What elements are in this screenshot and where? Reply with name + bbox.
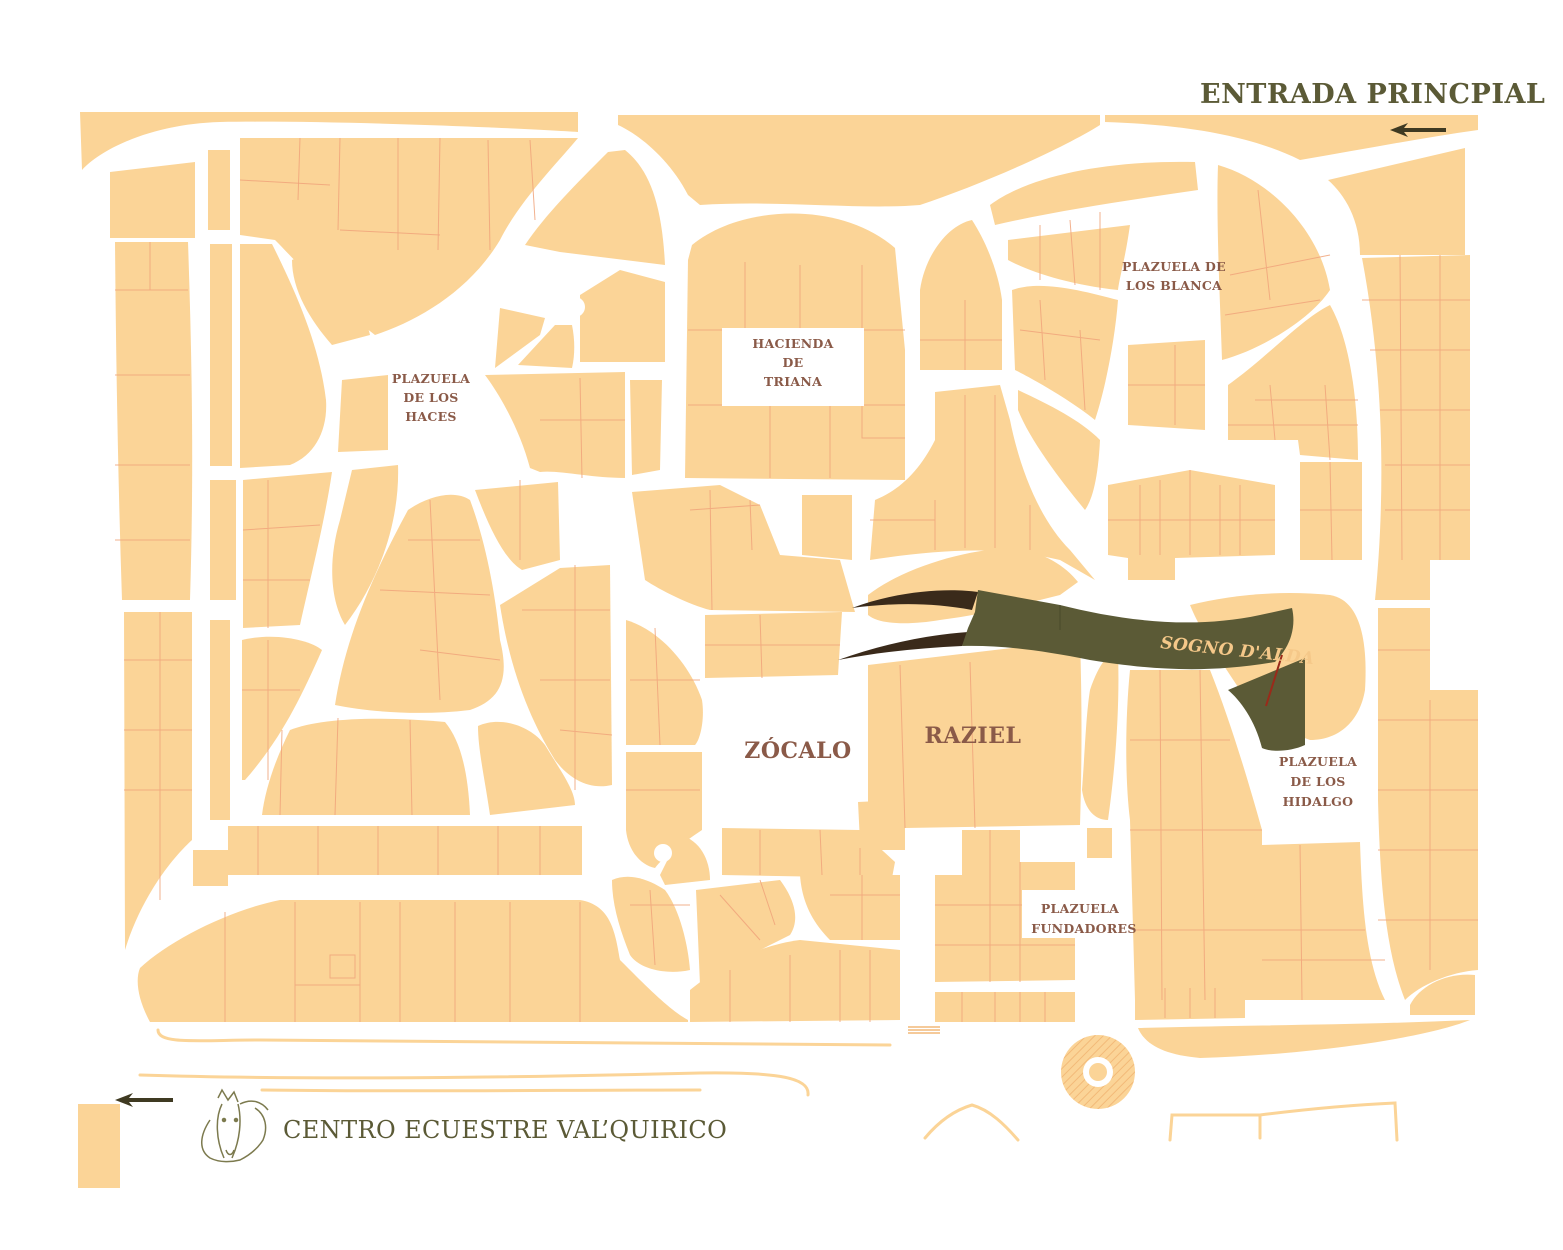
fountain-icon	[1061, 1035, 1135, 1109]
blanca-label-2: LOS BLANCA	[1126, 278, 1222, 293]
hacienda-courtyard	[722, 328, 864, 406]
equestrian-center-title: CENTRO ECUESTRE VAL’QUIRICO	[283, 1116, 727, 1144]
hidalgo-label-1: PLAZUELA	[1279, 754, 1357, 769]
fundadores-square	[1022, 890, 1077, 938]
hidalgo-label-2: DE LOS	[1290, 774, 1345, 789]
sogno-dalda-banner[interactable]: SOGNO D'ALDA	[838, 590, 1315, 670]
blanca-label-1: PLAZUELA DE	[1122, 259, 1226, 274]
sogno-dalda-pointer	[1265, 654, 1283, 707]
stairs	[908, 1026, 940, 1034]
fundadores-label-1: PLAZUELA	[1041, 901, 1119, 916]
city-blocks	[78, 112, 1478, 1188]
haces-label-1: PLAZUELA	[392, 371, 470, 386]
triana-label-1: HACIENDA	[752, 336, 833, 351]
hidalgo-label-3: HIDALGO	[1283, 794, 1354, 809]
arrow-left-icon	[1390, 123, 1446, 137]
fundadores-label-2: FUNDADORES	[1031, 921, 1136, 936]
triana-label-3: TRIANA	[764, 374, 822, 389]
horse-head-icon	[201, 1088, 269, 1163]
perimeter-paths	[138, 188, 1399, 1142]
roundabout	[654, 844, 672, 862]
zocalo-label: ZÓCALO	[744, 737, 851, 764]
plaza-areas	[722, 328, 1077, 938]
lot-lines	[115, 137, 1478, 1022]
exit-arrow-left-icon	[115, 1093, 173, 1107]
haces-label-3: HACES	[405, 409, 457, 424]
entrance-title: ENTRADA PRINCPIAL	[1200, 79, 1545, 110]
roundabout-north	[565, 297, 585, 317]
raziel-label: RAZIEL	[925, 723, 1022, 749]
triana-label-2: DE	[783, 355, 804, 370]
haces-label-2: DE LOS	[403, 390, 458, 405]
